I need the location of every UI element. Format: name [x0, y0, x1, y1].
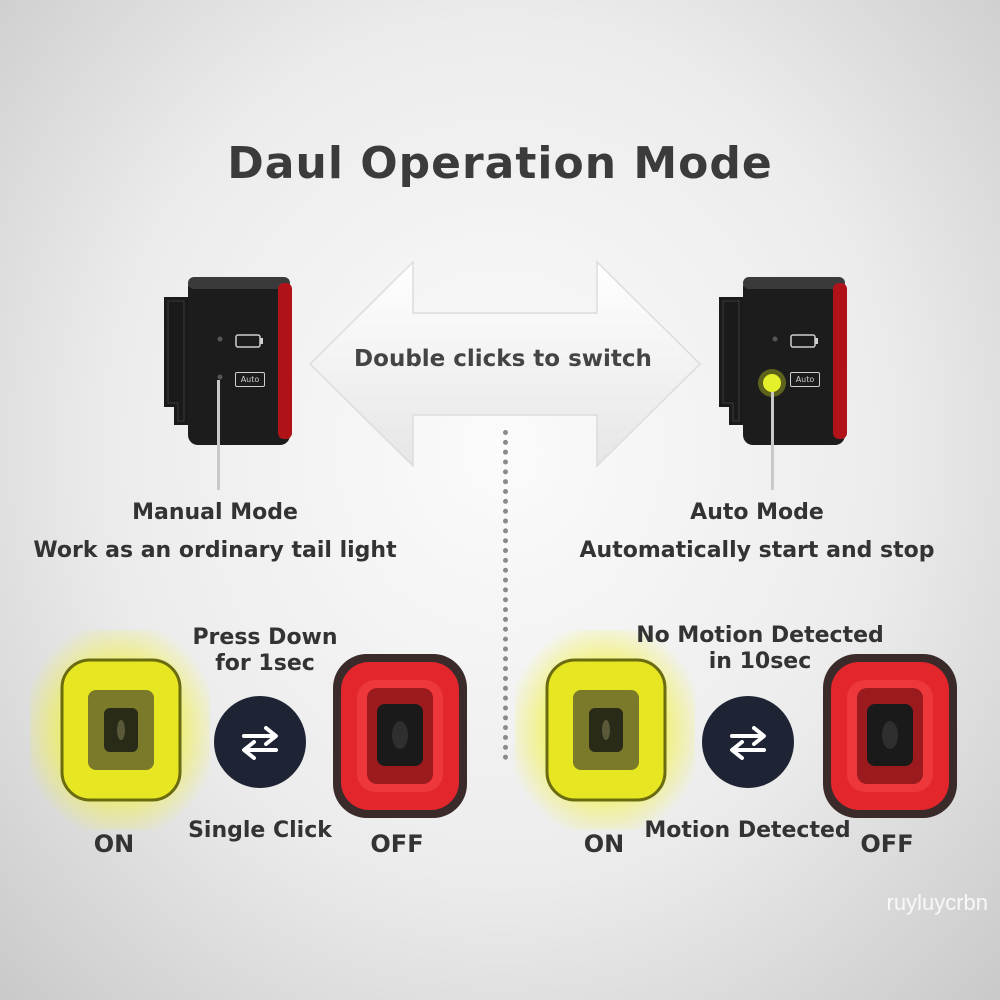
off-label-manual: OFF [370, 830, 424, 858]
battery-icon [790, 334, 818, 348]
off-label-auto: OFF [860, 830, 914, 858]
battery-icon [235, 334, 263, 348]
press-down-line1: Press Down [192, 625, 338, 650]
no-motion-label: No Motion Detected in 10sec [610, 623, 910, 675]
light-off-manual [333, 654, 467, 818]
manual-leader-line [217, 380, 220, 490]
light-on-manual [30, 630, 210, 830]
press-down-label: Press Down for 1sec [170, 625, 360, 677]
light-off-auto [823, 654, 957, 818]
motion-detected-label: Motion Detected [644, 818, 851, 843]
manual-mode-desc: Work as an ordinary tail light [33, 538, 397, 563]
page-title: Daul Operation Mode [227, 138, 773, 189]
single-click-label: Single Click [188, 818, 332, 843]
swap-arrows-icon [702, 696, 794, 788]
no-motion-line1: No Motion Detected [636, 623, 884, 648]
press-down-line2: for 1sec [215, 651, 315, 676]
auto-badge-manual: Auto [235, 372, 265, 387]
manual-mode-title: Manual Mode [132, 500, 298, 525]
watermark: ruyluycrbn [886, 890, 988, 915]
auto-mode-title: Auto Mode [690, 500, 824, 525]
double-arrow-icon [308, 260, 702, 468]
auto-mode-desc: Automatically start and stop [579, 538, 935, 563]
device-auto-mode [719, 277, 847, 445]
switch-label: Double clicks to switch [354, 346, 652, 372]
swap-arrows-icon [214, 696, 306, 788]
no-motion-line2: in 10sec [708, 649, 812, 674]
light-on-auto [515, 630, 695, 830]
auto-badge-auto: Auto [790, 372, 820, 387]
on-label-auto: ON [583, 830, 625, 858]
device-manual-mode [164, 277, 292, 445]
auto-leader-line [771, 392, 774, 490]
on-label-manual: ON [93, 830, 135, 858]
section-divider [503, 430, 508, 760]
